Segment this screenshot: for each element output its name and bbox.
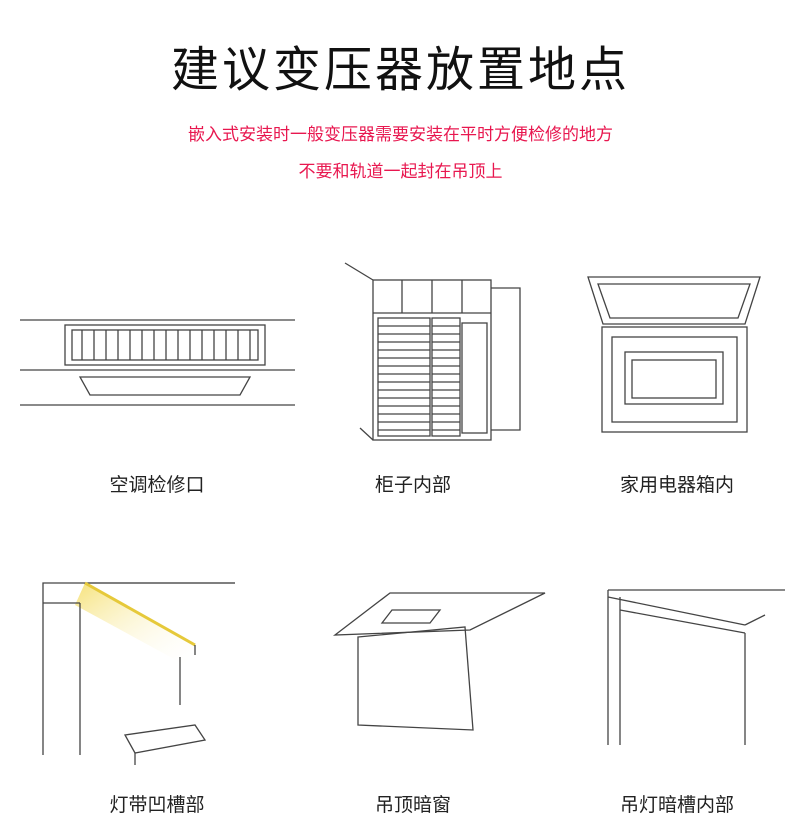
subtitle-line-1: 嵌入式安装时一般变压器需要安装在平时方便检修的地方 [188,125,613,145]
light-strip-groove-icon [42,581,235,765]
ceiling-hatch-icon [332,592,546,731]
pendant-light-groove-icon [607,589,785,745]
location-label-pendant-light-groove: 吊灯暗槽内部 [619,794,734,816]
location-label-ac-vent: 空调检修口 [109,474,205,496]
ac-vent-icon [20,319,295,406]
location-label-electrical-box: 家用电器箱内 [619,474,734,496]
cabinet-icon [344,262,521,441]
electrical-box-icon [587,276,761,433]
subtitle-line-2: 不要和轨道一起封在吊顶上 [298,162,503,182]
location-label-ceiling-hatch: 吊顶暗窗 [374,794,451,816]
location-label-cabinet: 柜子内部 [374,474,451,496]
page-title: 建议变压器放置地点 [170,42,630,98]
location-label-light-strip-groove: 灯带凹槽部 [109,794,205,816]
